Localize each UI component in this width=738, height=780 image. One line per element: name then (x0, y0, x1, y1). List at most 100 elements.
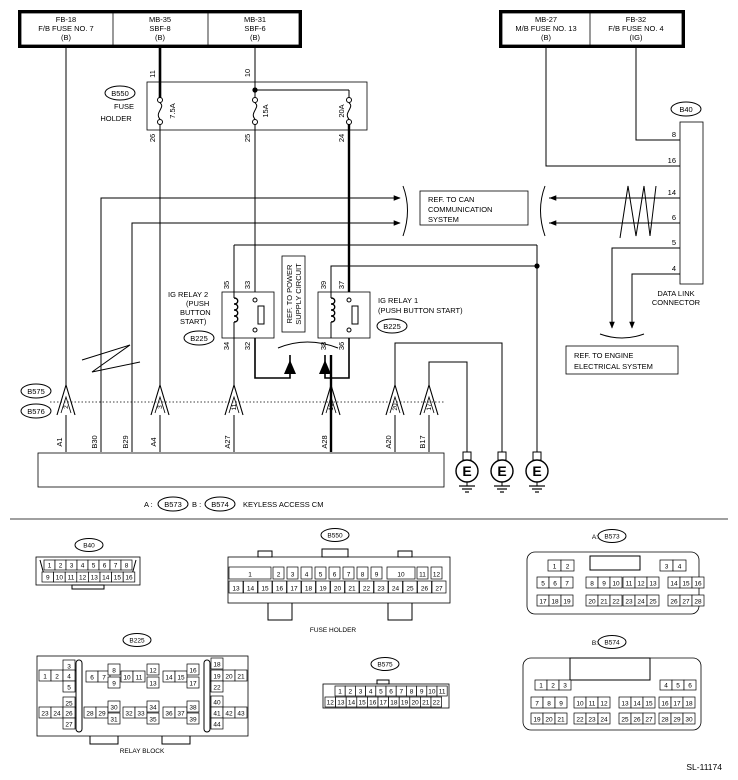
pin-cell (560, 576, 574, 589)
ig-relay-1: 39 37 38 36 IG RELAY 1 (PUSH BUTTON STAR… (317, 281, 463, 350)
pin-marker-3: 3 (150, 383, 170, 416)
svg-text:E: E (532, 463, 541, 479)
pin-cell (272, 566, 285, 580)
pin-cell (388, 580, 403, 594)
pin-number: 30 (685, 717, 693, 724)
pin-cell (95, 706, 109, 719)
pin-number: 13 (91, 575, 99, 582)
pin-number: 3 (665, 564, 669, 571)
pin-number: 25 (65, 701, 73, 708)
pin-number: 26 (633, 717, 641, 724)
cm-connector-markers: B575 B576 2 3 11 16 20 17 (20, 383, 445, 419)
pin-number: 7 (114, 563, 118, 570)
pin-number: 22 (363, 586, 371, 593)
pin-25: 25 (243, 134, 252, 142)
pin-cell (431, 580, 447, 594)
cm-pin-a4: A4 (149, 437, 158, 446)
splice-points (252, 87, 540, 269)
pin-cell (234, 669, 248, 682)
pin-number: 2 (566, 564, 570, 571)
pin-cell (210, 657, 224, 670)
pin-number: 5 (319, 572, 323, 579)
pin-number: 22 (213, 685, 221, 692)
b225-feet (89, 736, 191, 745)
connector-id: B225 (129, 638, 145, 645)
pin-number: 16 (189, 668, 197, 675)
pin-number: 23 (625, 599, 633, 606)
dlc-id: B40 (679, 105, 692, 114)
pin-cell (243, 580, 258, 594)
source-fb32-code: FB-32 (626, 15, 646, 24)
pin-number: 11 (626, 581, 633, 588)
pin-number: 7 (347, 572, 351, 579)
pin-number: 8 (361, 572, 365, 579)
relay1-pin-36: 36 (337, 342, 346, 350)
pin-number: 27 (682, 599, 690, 606)
pin-cell (609, 594, 623, 607)
pin-number: 27 (435, 586, 443, 593)
pin-number: 18 (390, 700, 398, 707)
fuse-15a-rating: 15A (261, 104, 270, 117)
pin-number: 12 (433, 572, 441, 579)
pin-cell (122, 571, 136, 583)
relay1-label-1: IG RELAY 1 (378, 296, 418, 305)
connector-id-oval (597, 635, 627, 649)
pin-number: 19 (319, 586, 327, 593)
pin-number: 9 (559, 701, 563, 708)
pin-number: 10 (123, 675, 131, 682)
pin-cell (342, 566, 355, 580)
pin-number: 13 (149, 681, 157, 688)
b225-caption: RELAY BLOCK (120, 748, 165, 755)
pin-cell (315, 580, 331, 594)
pin-number: 26 (670, 599, 678, 606)
pin-number: 25 (649, 599, 657, 606)
b550-tab (257, 550, 273, 558)
pin-number: 12 (600, 701, 608, 708)
pin-cell (120, 559, 133, 571)
b225-divider (75, 659, 83, 733)
pin-cell (554, 696, 568, 709)
pin-cell (402, 580, 418, 594)
pin-number: 4 (678, 564, 682, 571)
pin-number: 3 (70, 563, 74, 570)
pin-number: 6 (90, 675, 94, 682)
source-fb18-code: FB-18 (56, 15, 76, 24)
keyless-access-cm: A1 B30 B29 A4 A27 A28 A20 B17 (37, 435, 445, 488)
pin-number: 28 (86, 711, 94, 718)
connector-id: B550 (327, 533, 343, 540)
pin-number: 21 (422, 700, 430, 707)
pin-number: 18 (213, 662, 221, 669)
relay2-label-3: BUTTON (180, 308, 211, 317)
pin-number: 16 (369, 700, 377, 707)
relay2-label-1: IG RELAY 2 (168, 290, 208, 299)
pin-cell (597, 712, 611, 725)
pin-number: 15 (358, 700, 366, 707)
power-supply-ref-box: REF. TO POWER SUPPLY CIRCUIT (281, 255, 306, 333)
pin-number: 23 (588, 717, 596, 724)
pin-number: 21 (348, 586, 356, 593)
pin-cell (210, 717, 224, 730)
pin-number: 4 (664, 683, 668, 690)
pin-number: 8 (125, 563, 129, 570)
pin-cell (416, 566, 429, 580)
pin-cell (691, 594, 705, 607)
fuse-7.5a: 7.5A (157, 97, 177, 125)
can-ref-line-2: COMMUNICATION (428, 205, 492, 214)
pin-number: 37 (177, 711, 185, 718)
pin-number: 14 (348, 700, 356, 707)
pin-cell (314, 566, 327, 580)
pin-number: 20 (411, 700, 419, 707)
svg-text:16: 16 (328, 403, 335, 411)
connector-id-oval (370, 657, 400, 671)
pin-cell (370, 566, 383, 580)
pin-number: 12 (79, 575, 87, 582)
pin-number: 5 (67, 685, 71, 692)
pin-number: 18 (551, 599, 559, 606)
pin-cell (646, 594, 660, 607)
svg-text:20: 20 (392, 403, 399, 411)
pin-number: 9 (602, 581, 606, 588)
pin-number: 2 (551, 683, 555, 690)
